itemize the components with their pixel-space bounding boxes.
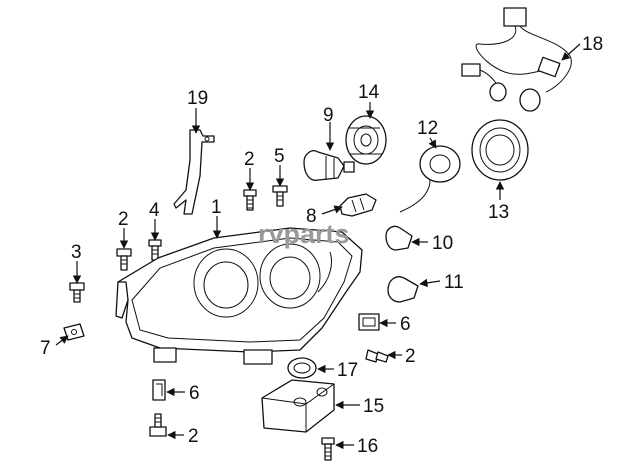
cover-part-13 <box>471 119 529 181</box>
igniter-part-12 <box>399 145 461 213</box>
callout-6-right: 6 <box>400 314 411 335</box>
screw-part-16 <box>321 437 335 461</box>
screw-part-5 <box>272 185 288 207</box>
leader-lines <box>55 43 581 450</box>
clip-part-6-right <box>358 313 380 331</box>
bulb-part-9 <box>303 150 355 181</box>
callout-8: 8 <box>306 206 317 227</box>
harness-part-18 <box>461 7 572 112</box>
callout-1: 1 <box>211 197 222 218</box>
callout-7: 7 <box>40 338 51 359</box>
bolt-part-2-right <box>365 349 389 363</box>
callout-12: 12 <box>417 118 438 139</box>
callout-3: 3 <box>71 242 82 263</box>
callout-16: 16 <box>357 436 378 457</box>
bolt-part-2-bottom <box>149 413 167 437</box>
callout-10: 10 <box>432 233 453 254</box>
callout-2-right: 2 <box>405 346 416 367</box>
bolt-part-2-upper <box>243 189 257 211</box>
callout-19: 19 <box>187 88 208 109</box>
callout-5: 5 <box>274 146 285 167</box>
callout-11: 11 <box>444 272 464 293</box>
callout-14: 14 <box>358 82 380 103</box>
bulb-part-11 <box>387 276 419 303</box>
bolt-part-3 <box>69 282 85 303</box>
bulb-part-10 <box>385 225 413 251</box>
callout-18: 18 <box>582 34 603 55</box>
callout-2-upper: 2 <box>244 149 255 170</box>
clip-part-6-bottom <box>152 379 166 401</box>
seal-part-17 <box>287 357 317 379</box>
callout-13: 13 <box>488 202 509 223</box>
socket-part-14 <box>345 115 387 165</box>
headlamp-assembly-part-1 <box>115 227 363 365</box>
callout-2-left: 2 <box>118 209 129 230</box>
callout-2-bottom: 2 <box>188 426 199 447</box>
clip-part-7 <box>63 323 85 341</box>
bulb-part-8 <box>339 193 377 217</box>
ballast-part-15 <box>261 379 335 433</box>
callout-4: 4 <box>149 200 160 221</box>
callout-15: 15 <box>363 396 384 417</box>
callout-6-bottom: 6 <box>189 383 200 404</box>
bracket-part-19 <box>173 129 215 215</box>
callout-17: 17 <box>337 360 358 381</box>
bolt-part-2-left <box>116 248 132 271</box>
watermark-logo: rvparts <box>258 219 350 249</box>
callout-9: 9 <box>323 105 334 126</box>
